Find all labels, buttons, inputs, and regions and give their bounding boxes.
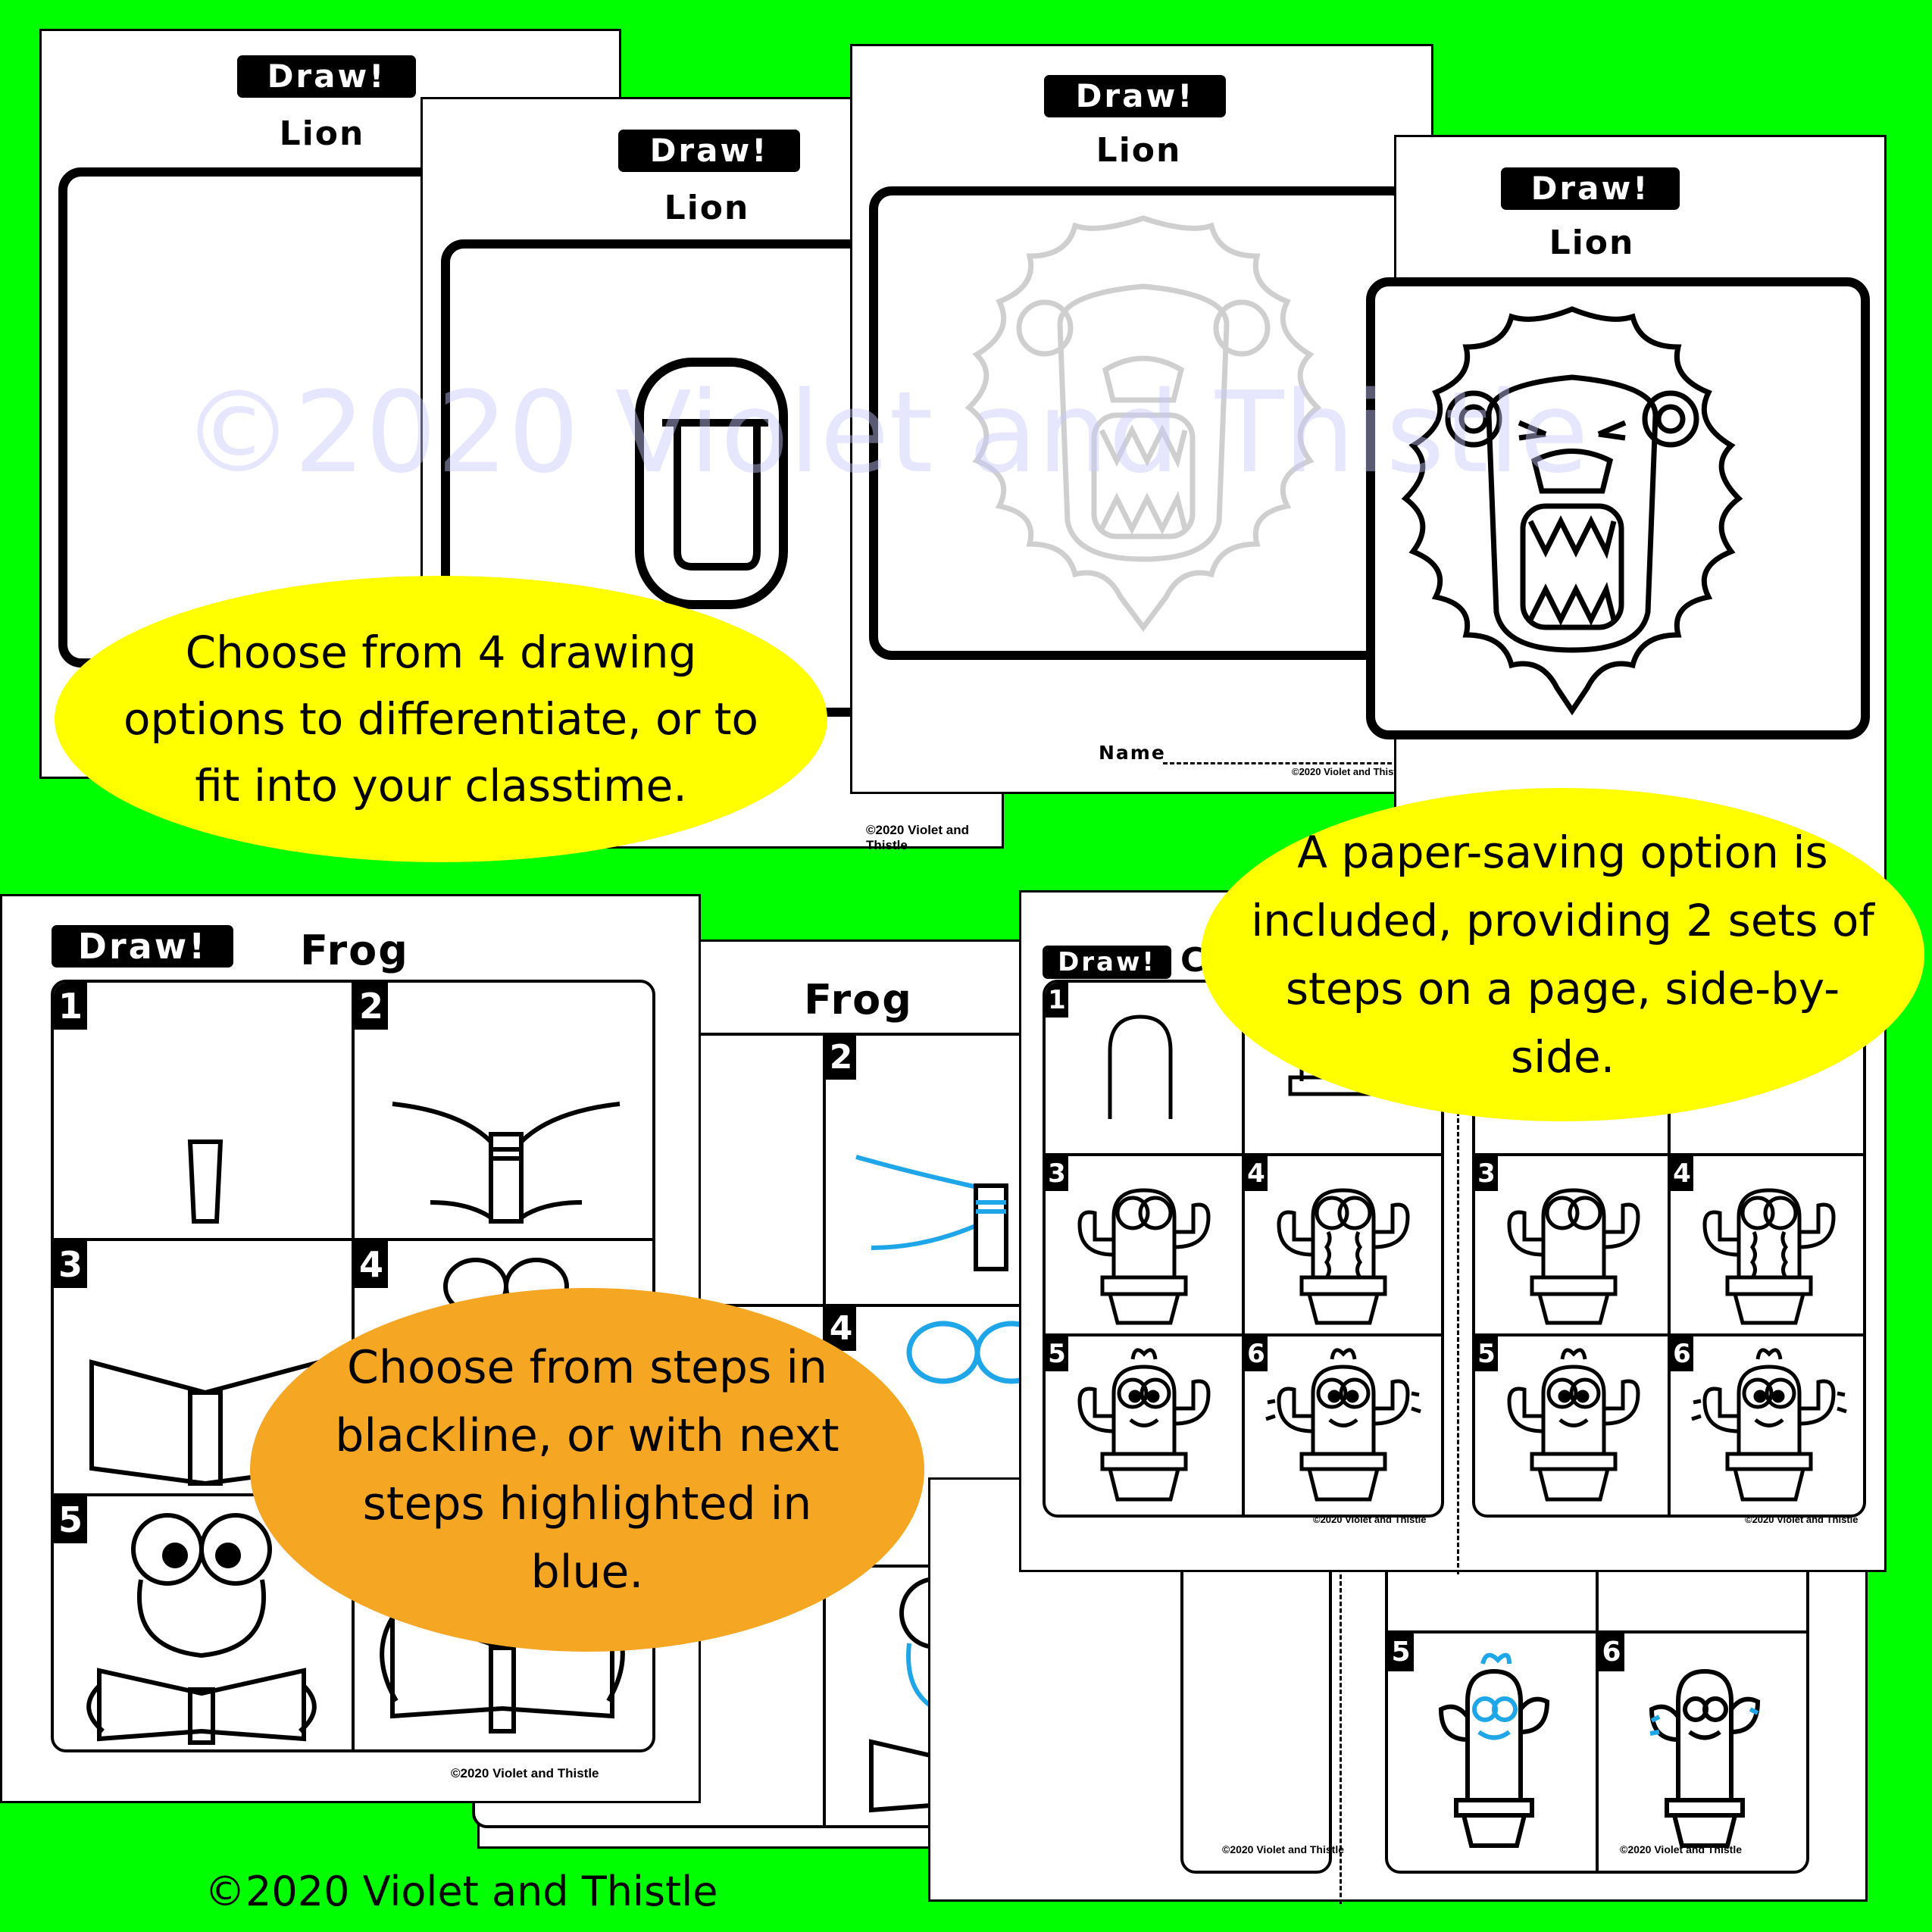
cactus-step-4-drawing	[1702, 1188, 1836, 1325]
step-cell: 2	[823, 1036, 1174, 1305]
step-number: 3	[1475, 1155, 1498, 1191]
draw-tag: Draw!	[1501, 167, 1680, 210]
step-number: 5	[1388, 1633, 1414, 1671]
step-number: 6	[1245, 1336, 1268, 1372]
cactus-step-5-drawing	[1507, 1348, 1640, 1502]
sheet-title: Frog	[300, 927, 409, 974]
step-cell: 5	[1475, 1336, 1668, 1515]
lion-sheet-complete: Draw! Lion	[1366, 135, 1887, 885]
lion-face-outline-shape	[635, 358, 788, 609]
callout-drawing-options: Choose from 4 drawing options to differe…	[55, 576, 827, 862]
step-number: 4	[1671, 1155, 1693, 1191]
step-number: 4	[1245, 1155, 1268, 1191]
step-cell: 1	[1046, 983, 1242, 1153]
cut-line	[1340, 1480, 1342, 1904]
step-number: 5	[1046, 1336, 1068, 1372]
frog-step-5-drawing	[86, 1512, 317, 1745]
step-number: 3	[1046, 1155, 1068, 1191]
footer-copyright: ©2020 Violet and Thistle	[205, 1868, 718, 1915]
cactus-step-3-drawing	[1507, 1188, 1640, 1325]
callout-paper-saving: A paper-saving option is included, provi…	[1201, 788, 1924, 1121]
cactus-step-4-drawing	[1277, 1188, 1410, 1325]
cut-line	[1457, 893, 1459, 1574]
step-number: 1	[1046, 983, 1068, 1018]
step-cell: 4	[1668, 1155, 1863, 1334]
cactus-step-5-drawing	[1077, 1348, 1211, 1502]
cactus-step-6-drawing	[1691, 1348, 1847, 1502]
draw-tag: Draw!	[1043, 946, 1171, 979]
step-cell: 6	[1596, 1633, 1806, 1871]
lion-sheet-trace: Draw! Lion Name ©2020 Violet and Thistle	[850, 44, 1433, 794]
sheet-copyright: ©2020 Violet and Thistle	[1620, 1843, 1742, 1855]
step-number: 1	[54, 983, 87, 1030]
step-cell: 4	[1242, 1155, 1441, 1334]
sheet-copyright: ©2020 Violet and Thistle	[1313, 1514, 1427, 1525]
sheet-copyright: ©2020 Violet and Thistle	[451, 1766, 599, 1780]
step-cell: 2	[352, 983, 652, 1238]
step-number: 5	[1475, 1336, 1498, 1372]
sheet-title: Frog	[804, 976, 913, 1024]
frog-step-1-drawing	[187, 1140, 224, 1224]
frog-step-2-drawing	[392, 1102, 621, 1224]
draw-tag: Draw!	[618, 130, 800, 172]
step-cell: 6	[1242, 1336, 1441, 1515]
lion-trace-outline	[964, 215, 1322, 632]
sheet-title: Lion	[279, 114, 365, 153]
step-cell: 5	[1388, 1633, 1596, 1871]
step-number: 6	[1671, 1336, 1693, 1372]
cactus-step-3-drawing	[1077, 1188, 1211, 1325]
step-number: 4	[355, 1240, 388, 1288]
step-number: 5	[54, 1496, 87, 1543]
cactus-step-6-drawing	[1265, 1348, 1421, 1502]
watermark: ©2020 Violet and Thistle	[182, 367, 1589, 498]
cactus-step-6-drawing	[1649, 1668, 1761, 1848]
draw-tag: Draw!	[52, 925, 233, 968]
step-number: 3	[54, 1240, 87, 1288]
draw-tag: Draw!	[1044, 75, 1226, 117]
sheet-copyright: ©2020 Violet and Thistle	[866, 823, 969, 852]
step-number: 2	[826, 1036, 856, 1080]
callout-blackline: Choose from steps in blackline, or with …	[250, 1288, 924, 1652]
step-number: 6	[1599, 1633, 1624, 1671]
step-cell: 3	[1046, 1155, 1242, 1334]
cactus-step-1-drawing	[1108, 1014, 1173, 1119]
step-number: 2	[355, 983, 388, 1030]
frog-step-2-drawing	[855, 1155, 1008, 1271]
drawing-frame	[869, 186, 1415, 660]
draw-tag: Draw!	[237, 55, 416, 98]
step-cell: 3	[1475, 1155, 1668, 1334]
step-cell: 1	[54, 983, 352, 1238]
drawing-frame	[1366, 277, 1870, 739]
cactus-step-5-drawing	[1438, 1652, 1550, 1848]
lion-complete-drawing	[1401, 306, 1743, 716]
step-cell: 6	[1668, 1336, 1863, 1515]
sheet-title: C	[1180, 941, 1207, 980]
sheet-copyright: ©2020 Violet and Thistle	[1222, 1843, 1344, 1855]
step-cell: 5	[54, 1496, 352, 1749]
name-label: Name	[1099, 742, 1166, 764]
name-line	[1163, 762, 1405, 764]
sheet-title: Lion	[1549, 224, 1635, 262]
step-cell: 5	[1046, 1336, 1242, 1515]
sheet-title: Lion	[664, 189, 750, 227]
sheet-title: Lion	[1096, 131, 1182, 170]
sheet-copyright: ©2020 Violet and Thistle	[1292, 766, 1405, 777]
sheet-copyright: ©2020 Violet and Thistle	[1745, 1514, 1859, 1525]
